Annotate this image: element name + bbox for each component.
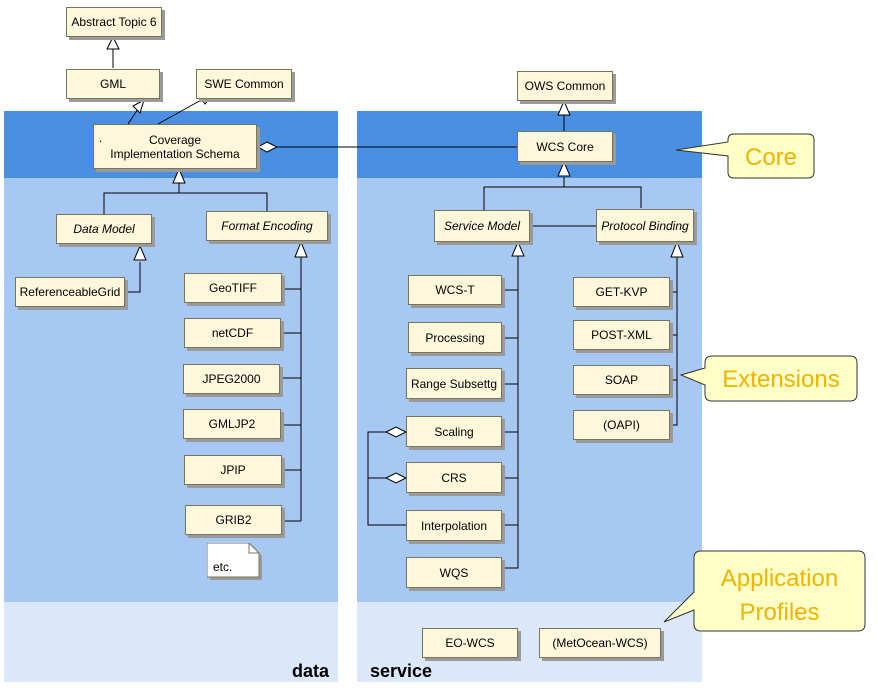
application-profiles-callout-line2: Profiles: [739, 599, 820, 626]
ows-common-box: OWS Common: [517, 71, 613, 101]
geotiff-box: GeoTIFF: [184, 273, 282, 303]
scaling-box: Scaling: [406, 416, 502, 447]
data-profiles-band: [4, 602, 338, 682]
application-profiles-callout-line1: Application: [720, 565, 839, 592]
abstract-topic-6-box: Abstract Topic 6: [66, 7, 162, 37]
wcs-t-box: WCS-T: [408, 275, 502, 305]
range-subsetting-box: Range Subsettg: [406, 368, 502, 399]
format-encoding-box: Format Encoding: [206, 211, 328, 241]
gml-box: GML: [66, 69, 160, 99]
soap-box: SOAP: [573, 365, 670, 395]
protocol-binding-box: Protocol Binding: [596, 209, 694, 242]
coverage-implementation-schema-box: . Coverage Implementation Schema: [93, 124, 257, 169]
crs-box: CRS: [406, 462, 502, 493]
metocean-wcs-box: (MetOcean-WCS): [539, 628, 661, 658]
jpeg2000-box: JPEG2000: [183, 364, 280, 394]
get-kvp-box: GET-KVP: [573, 277, 670, 307]
coverage-dot: .: [99, 131, 103, 145]
core-callout-text: Core: [744, 144, 798, 171]
service-model-box: Service Model: [434, 210, 530, 242]
netcdf-box: netCDF: [184, 318, 281, 348]
jpip-box: JPIP: [184, 455, 282, 485]
data-model-box: Data Model: [56, 214, 152, 244]
referenceable-grid-box: ReferenceableGrid: [15, 277, 125, 307]
coverage-line2: Implementation Schema: [110, 146, 240, 161]
post-xml-box: POST-XML: [573, 320, 670, 350]
data-extensions-band: [4, 178, 338, 602]
swe-common-box: SWE Common: [196, 69, 292, 99]
data-zone-label: data: [292, 661, 330, 681]
etc-note-shape: [207, 543, 262, 580]
eo-wcs-box: EO-WCS: [422, 628, 518, 658]
etc-note-text: etc.: [213, 560, 233, 574]
oapi-box: (OAPI): [573, 410, 670, 440]
grib2-box: GRIB2: [185, 505, 282, 535]
coverage-line1: Coverage: [148, 132, 202, 147]
wqs-box: WQS: [406, 557, 502, 588]
service-zone-label: service: [370, 661, 433, 681]
wcs-core-box: WCS Core: [517, 131, 613, 162]
processing-box: Processing: [408, 322, 502, 353]
gmljp2-box: GMLJP2: [183, 409, 281, 439]
extensions-callout-text: Extensions: [722, 366, 840, 393]
interpolation-box: Interpolation: [406, 510, 502, 541]
